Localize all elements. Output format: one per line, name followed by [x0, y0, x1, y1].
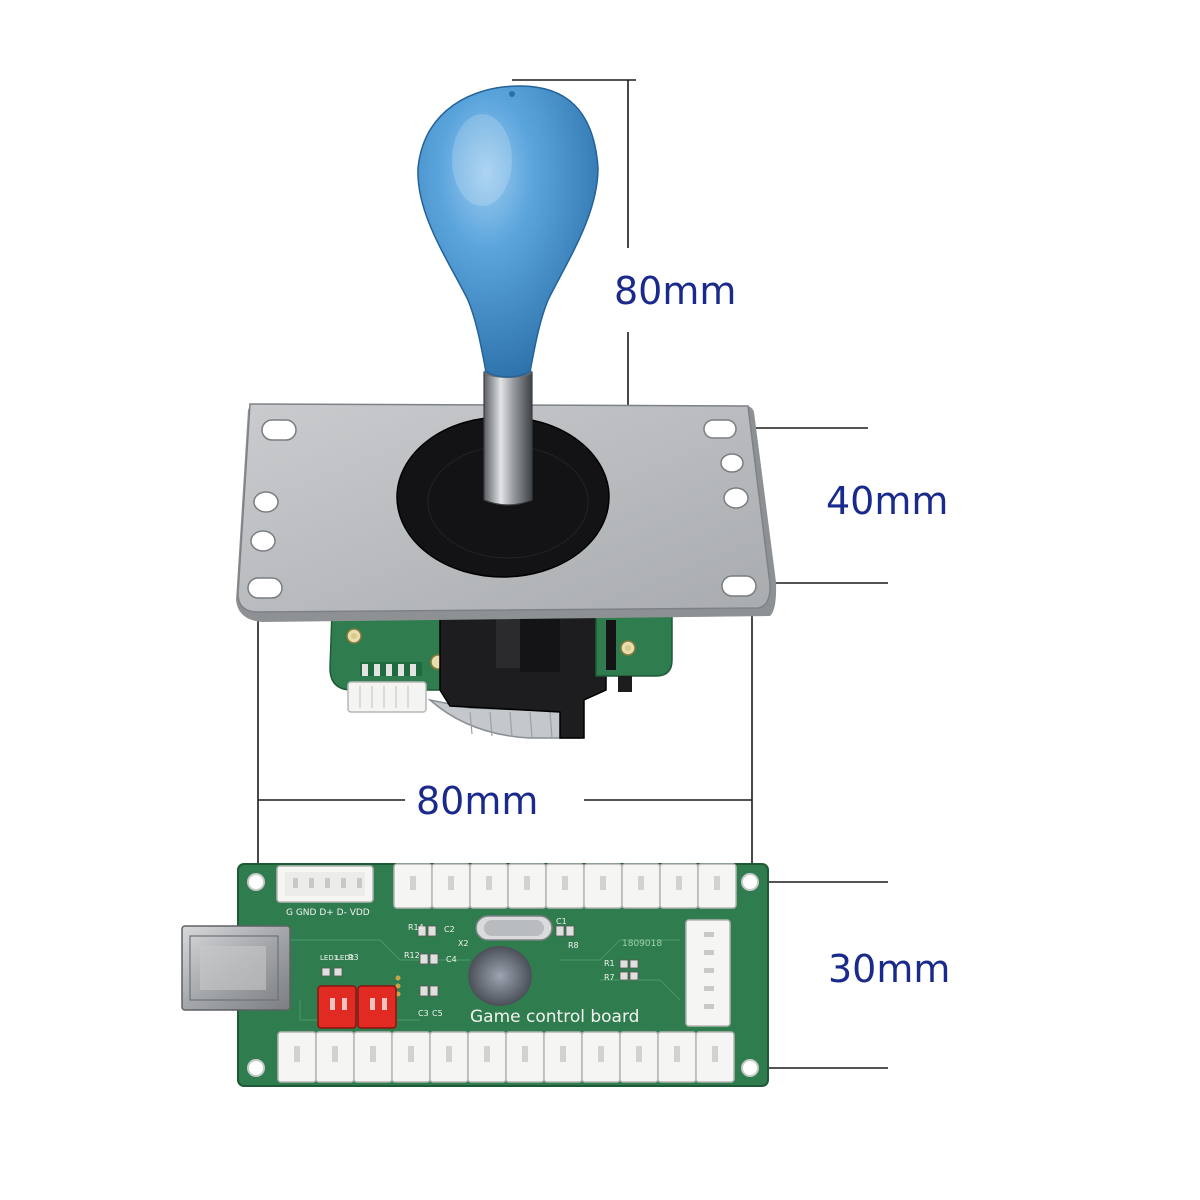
- board-title-text: Game control board: [470, 1007, 639, 1027]
- joystick-upper: [396, 85, 610, 578]
- part-code-text: 1809018: [622, 939, 662, 949]
- bottom-button-connectors: [277, 1031, 735, 1083]
- red-connectors: [317, 985, 397, 1029]
- board-height-dimension-label: 30mm: [828, 947, 951, 991]
- stick-shaft: [483, 371, 533, 506]
- stick-height-dimension-label: 80mm: [614, 269, 737, 313]
- label-led1: LED1: [320, 954, 338, 962]
- label-c3: C3: [418, 1009, 429, 1018]
- label-c4: C4: [446, 955, 457, 964]
- joystick-header-connector: [276, 865, 374, 903]
- label-r7: R7: [604, 973, 615, 982]
- ball-top: [417, 85, 599, 378]
- joystick-lower-body: [329, 611, 673, 739]
- label-r3: R3: [348, 953, 359, 962]
- plate-width-dimension-label: 80mm: [416, 779, 539, 823]
- label-r8: R8: [568, 941, 579, 950]
- joystick-connector: [347, 681, 427, 713]
- plate-height-dimension-label: 40mm: [826, 479, 949, 523]
- pcb-mount-holes: [247, 873, 759, 1077]
- pin-label-text: G GND D+ D- VDD: [286, 908, 370, 918]
- side-connector: [685, 919, 731, 1027]
- crystal-x2: [475, 915, 553, 941]
- usb-b-port: [181, 925, 291, 1011]
- smd-components: [321, 925, 639, 997]
- label-c1: C1: [556, 917, 567, 926]
- label-r14: R14: [408, 923, 424, 932]
- label-c5: C5: [432, 1009, 443, 1018]
- label-r12: R12: [404, 951, 420, 960]
- label-c2: C2: [444, 925, 455, 934]
- plate-holes: [247, 419, 757, 599]
- dimension-lines: [257, 79, 888, 1069]
- label-x2: X2: [458, 939, 469, 948]
- controller-chip: [468, 946, 532, 1006]
- label-led2: LED2: [336, 954, 354, 962]
- label-r1: R1: [604, 959, 615, 968]
- encoder-board: G GND D+ D- VDD Game control board 18090…: [181, 863, 769, 1087]
